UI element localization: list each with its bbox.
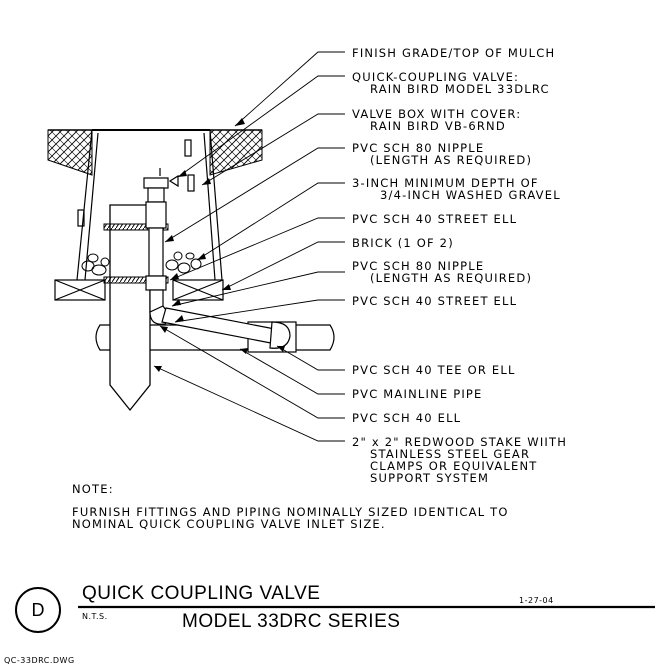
leader-arrowheads <box>154 118 285 372</box>
label-street-ell-upper: PVC SCH 40 STREET ELL <box>352 212 518 226</box>
note-heading: NOTE: <box>72 482 114 496</box>
label-street-ell-lower: PVC SCH 40 STREET ELL <box>352 294 518 308</box>
detail-letter-circle: D <box>15 587 61 633</box>
label-valve-box: VALVE BOX WITH COVER:RAIN BIRD VB-6RND <box>352 107 522 133</box>
label-tee-or-ell: PVC SCH 40 TEE OR ELL <box>352 363 516 377</box>
detail-letter: D <box>31 599 45 620</box>
redwood-stake <box>109 204 151 412</box>
file-name: QC-33DRC.DWG <box>4 656 75 665</box>
label-sch80-nipple-lower: PVC SCH 80 NIPPLE(LENGTH AS REQUIRED) <box>352 259 533 285</box>
ground-soil <box>47 129 263 176</box>
gear-clamp <box>103 223 169 284</box>
scale-note: N.T.S. <box>82 612 108 621</box>
label-finish-grade: FINISH GRADE/TOP OF MULCH <box>352 46 556 60</box>
label-sch80-nipple-upper: PVC SCH 80 NIPPLE(LENGTH AS REQUIRED) <box>352 141 533 167</box>
leader-lines <box>153 51 345 442</box>
gravel <box>81 251 202 276</box>
label-sch40-ell: PVC SCH 40 ELL <box>352 411 462 425</box>
label-quick-coupling-valve: QUICK-COUPLING VALVE:RAIN BIRD MODEL 33D… <box>352 70 550 96</box>
label-mainline-pipe: PVC MAINLINE PIPE <box>352 387 483 401</box>
note-line-2: NOMINAL QUICK COUPLING VALVE INLET SIZE. <box>72 517 386 531</box>
detail-date: 1-27-04 <box>519 596 554 605</box>
note-line-1: FURNISH FITTINGS AND PIPING NOMINALLY SI… <box>72 505 509 519</box>
valve-box <box>76 129 223 281</box>
detail-subtitle: MODEL 33DRC SERIES <box>182 611 401 632</box>
detail-title: QUICK COUPLING VALVE <box>82 583 321 604</box>
label-brick: BRICK (1 OF 2) <box>352 236 454 250</box>
angled-pipe <box>161 307 291 349</box>
label-redwood-stake: 2" x 2" REDWOOD STAKE WIITH STAINLESS ST… <box>352 435 568 485</box>
